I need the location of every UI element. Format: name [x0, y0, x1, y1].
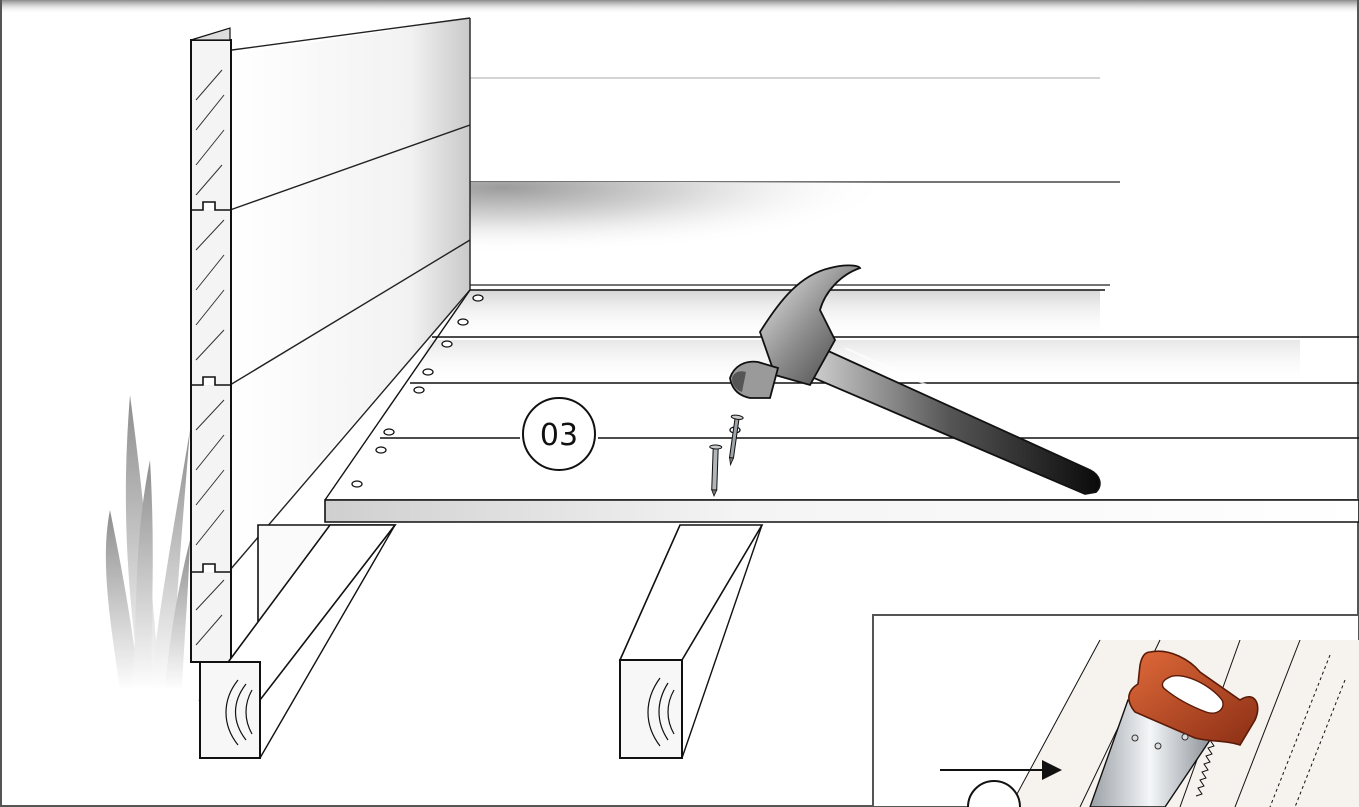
grass-icon: [106, 395, 190, 690]
wall-end-section: [191, 28, 231, 662]
corner-shadow: [470, 182, 1120, 292]
top-shadow-band: [0, 0, 1359, 14]
step-number-badge: 03: [523, 398, 595, 470]
deck-boards: [325, 290, 1359, 522]
floor-joist-right: [620, 525, 762, 758]
step-number: 03: [540, 418, 578, 453]
inset-detail-panel: [873, 615, 1359, 807]
